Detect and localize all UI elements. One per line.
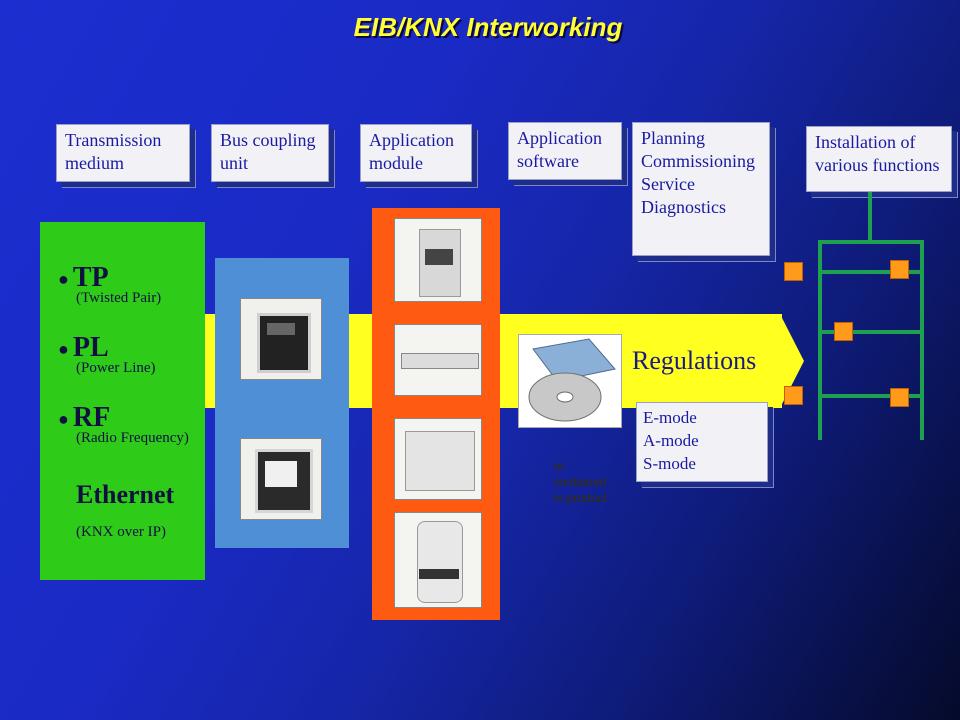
header-tools: Planning Commissioning Service Diagnosti… [632, 122, 770, 256]
header-line: Application [517, 128, 602, 148]
bcu-panel [215, 258, 349, 548]
tree-line [818, 330, 922, 334]
medium-desc: (Twisted Pair) [76, 290, 162, 306]
note-line: or [554, 459, 565, 473]
function-node [834, 322, 853, 341]
function-node [784, 386, 803, 405]
header-line: software [517, 151, 579, 171]
header-application-module: Application module [360, 124, 472, 182]
header-installation: Installation of various functions [806, 126, 952, 192]
cd-icon [528, 338, 616, 422]
bcu-device-image [240, 438, 322, 520]
medium-name: PL [72, 332, 109, 363]
function-node [890, 388, 909, 407]
medium-desc: (Power Line) [76, 360, 156, 376]
mode-item: E-mode [643, 408, 697, 427]
tree-line [818, 240, 922, 244]
header-line: Service [641, 174, 695, 194]
app-module-image [394, 512, 482, 608]
header-line: Bus coupling [220, 130, 316, 150]
header-line: Commissioning [641, 151, 756, 171]
tree-line [868, 192, 872, 242]
tree-line [920, 240, 924, 440]
mode-item: S-mode [643, 454, 696, 473]
medium-desc: (Radio Frequency) [76, 430, 189, 446]
function-node [784, 262, 803, 281]
header-application-software: Application software [508, 122, 622, 180]
software-cd-image [518, 334, 622, 428]
modes-box: E-mode A-mode S-mode [636, 402, 768, 482]
header-line: Diagnostics [641, 197, 726, 217]
header-line: Application [369, 130, 454, 150]
software-note: or contained in product [554, 458, 607, 506]
medium-panel: ●TP (Twisted Pair) ●PL (Power Line) ●RF … [40, 222, 205, 580]
header-line: unit [220, 153, 249, 173]
note-line: in product [554, 491, 607, 505]
app-module-image [394, 218, 482, 302]
page-title: EIB/KNX Interworking [353, 12, 623, 42]
medium-ethernet: Ethernet [76, 480, 175, 509]
medium-rf: ●RF [58, 402, 111, 433]
header-line: Installation of [815, 132, 916, 152]
medium-tp: ●TP [58, 262, 109, 293]
medium-name: RF [72, 402, 111, 433]
bcu-device-image [240, 298, 322, 380]
app-module-panel [372, 208, 500, 620]
regulations-label: Regulations [632, 346, 757, 375]
app-module-image [394, 324, 482, 396]
app-module-image [394, 418, 482, 500]
header-transmission-medium: Transmission medium [56, 124, 190, 182]
medium-name: TP [72, 262, 109, 293]
medium-pl: ●PL [58, 332, 109, 363]
header-line: various functions [815, 155, 940, 175]
tree-line [818, 240, 822, 440]
tree-line [818, 270, 922, 274]
header-line: module [369, 153, 423, 173]
header-bus-coupling-unit: Bus coupling unit [211, 124, 329, 182]
header-line: Planning [641, 128, 706, 148]
function-node [890, 260, 909, 279]
tree-line [818, 394, 922, 398]
header-line: medium [65, 153, 124, 173]
mode-item: A-mode [643, 431, 699, 450]
note-line: contained [554, 475, 607, 489]
header-line: Transmission [65, 130, 162, 150]
medium-desc: (KNX over IP) [76, 524, 166, 540]
flow-arrow-head [780, 314, 804, 408]
